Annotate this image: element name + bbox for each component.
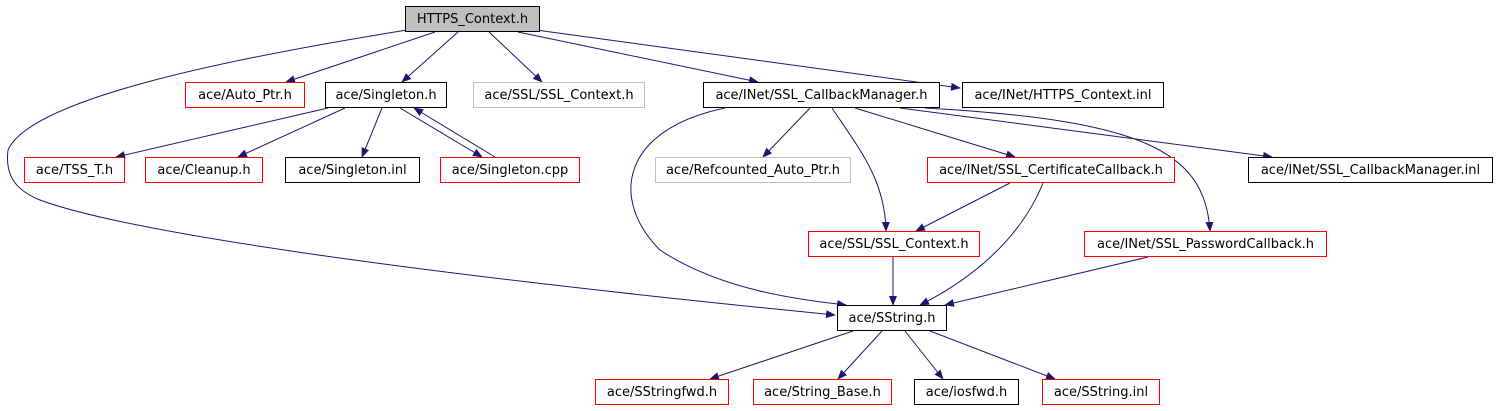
node-sstring-h[interactable]: ace/SString.h [837,305,947,331]
node-iosfwd-h[interactable]: ace/iosfwd.h [914,379,1019,405]
edge-https-context-to-ssl-context-top [488,31,543,83]
edge-callback-manager-to-sstring-h [630,107,847,309]
node-string-base-h[interactable]: ace/String_Base.h [753,379,892,405]
node-ssl-context-h-external: ace/SSL/SSL_Context.h [473,82,645,108]
edge-sstring-h-to-sstring-inl [929,330,1056,380]
edge-https-context-to-https-context-inl [535,29,961,91]
node-singleton-h[interactable]: ace/Singleton.h [325,82,447,108]
edge-singleton-h-to-tss-t [115,107,329,159]
node-sstringfwd-h[interactable]: ace/SStringfwd.h [595,379,729,405]
edge-cert-callback-to-ssl-context-mid [915,182,1011,232]
edge-sstring-h-to-string-base [837,330,883,380]
node-ssl-callbackmanager-inl[interactable]: ace/INet/SSL_CallbackManager.inl [1248,157,1493,183]
edge-callback-manager-to-password-callback [924,107,1214,232]
node-auto-ptr-h[interactable]: ace/Auto_Ptr.h [185,82,305,108]
node-ssl-context-h[interactable]: ace/SSL/SSL_Context.h [808,231,980,257]
edge-singleton-h-to-singleton-inl [361,107,383,158]
node-cleanup-h[interactable]: ace/Cleanup.h [145,157,263,183]
node-tss-t-h[interactable]: ace/TSS_T.h [24,157,125,183]
node-ssl-callbackmanager-h[interactable]: ace/INet/SSL_CallbackManager.h [703,82,940,108]
edge-password-callback-to-sstring-h [944,256,1149,307]
edge-https-context-to-auto-ptr [285,31,436,83]
node-refcounted-auto-ptr-h: ace/Refcounted_Auto_Ptr.h [655,157,851,183]
edge-sstring-h-to-sstringfwd [709,330,854,380]
edge-callback-manager-to-cert-callback [854,107,1016,159]
edge-singleton-cpp-to-singleton-h [413,107,496,158]
edge-https-context-to-singleton-h [401,31,459,83]
edge-singleton-h-to-cleanup [237,107,346,158]
edge-singleton-h-to-singleton-cpp [399,107,483,158]
node-https-context-h[interactable]: HTTPS_Context.h [405,6,540,32]
node-singleton-inl[interactable]: ace/Singleton.inl [285,157,420,183]
node-https-context-inl[interactable]: ace/INet/HTTPS_Context.inl [962,82,1164,108]
edge-callback-manager-to-ssl-context-mid [831,107,890,232]
node-ssl-passwordcallback-h[interactable]: ace/INet/SSL_PasswordCallback.h [1084,231,1327,257]
edge-https-context-to-sstring-h [6,29,836,319]
node-sstring-inl[interactable]: ace/SString.inl [1042,379,1160,405]
edge-callback-manager-to-callback-manager-inl [899,107,1273,160]
edge-https-context-to-callback-manager [517,31,759,85]
edge-cert-callback-to-sstring-h [919,182,1044,306]
edge-callback-manager-to-refcounted [762,107,811,158]
node-singleton-cpp[interactable]: ace/Singleton.cpp [440,157,580,183]
edge-sstring-h-to-iosfwd [904,330,944,380]
node-ssl-certificatecallback-h[interactable]: ace/INet/SSL_CertificateCallback.h [927,157,1175,183]
